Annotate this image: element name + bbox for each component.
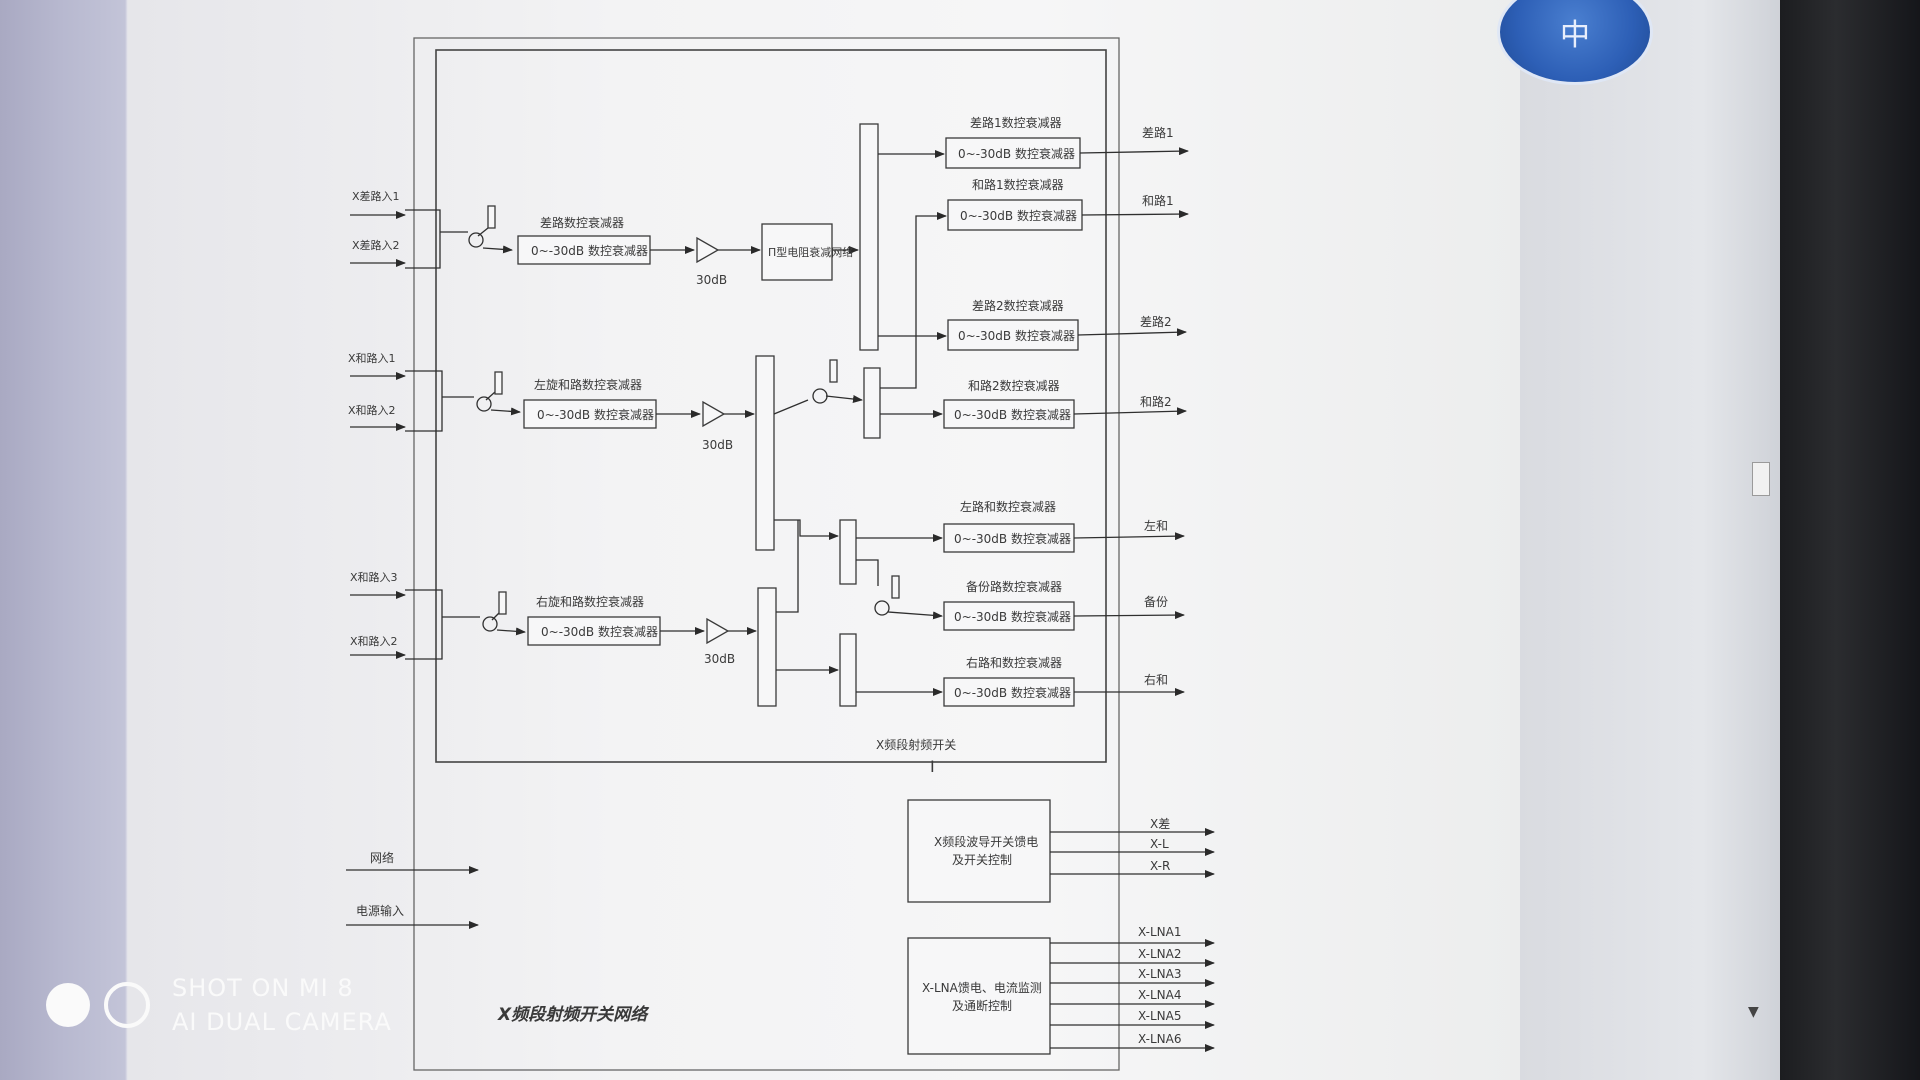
input-switch-1 xyxy=(440,206,512,250)
diagram-caption: X频段射频开关网络 xyxy=(497,1005,650,1025)
input-switch-3 xyxy=(442,592,525,632)
watermark-ring-icon xyxy=(104,982,150,1028)
lna-out-2: X-LNA2 xyxy=(1138,947,1181,961)
splitter-right xyxy=(758,588,776,706)
lna-control-block xyxy=(908,938,1050,1054)
branch-title-1: 差路数控衰减器 xyxy=(540,215,624,230)
output-port-4: 和路2 xyxy=(1140,394,1172,409)
input-label-2: X差路入2 xyxy=(352,238,400,252)
output-port-3: 差路2 xyxy=(1140,314,1172,329)
amplifier-3 xyxy=(707,619,728,643)
gain-label-1: 30dB xyxy=(696,273,727,287)
output-title-5: 左路和数控衰减器 xyxy=(960,499,1056,514)
lna-out-3: X-LNA3 xyxy=(1138,967,1181,981)
watermark-line-1: SHOT ON MI 8 xyxy=(172,971,392,1005)
switch-frame-label: X频段射频开关 xyxy=(876,737,956,752)
lna-out-4: X-LNA4 xyxy=(1138,988,1181,1002)
logo-char: 中 xyxy=(1500,10,1650,54)
lna-block-line2: 及通断控制 xyxy=(952,998,1012,1013)
waveguide-switch-control-block xyxy=(908,800,1050,902)
output-title-4: 和路2数控衰减器 xyxy=(968,378,1060,393)
branch-title-3: 右旋和路数控衰减器 xyxy=(536,594,644,609)
amplifier-2 xyxy=(703,402,724,426)
output-atten-text-5: 0~-30dB 数控衰减器 xyxy=(954,531,1071,546)
cursor-icon: I xyxy=(930,757,935,776)
lna-out-6: X-LNA6 xyxy=(1138,1032,1181,1046)
output-port-1: 差路1 xyxy=(1142,125,1174,140)
input-label-1: X差路入1 xyxy=(352,189,400,203)
input-switch-2 xyxy=(442,372,520,412)
output-atten-text-1: 0~-30dB 数控衰减器 xyxy=(958,146,1075,161)
watermark-dot-icon xyxy=(46,983,90,1027)
input-label-3: X和路入1 xyxy=(348,352,396,365)
output-title-3: 差路2数控衰减器 xyxy=(972,298,1064,313)
splitter-diff xyxy=(860,124,878,350)
side-input-label-1: 网络 xyxy=(370,850,394,865)
ctrl-out-1: X差 xyxy=(1150,817,1170,831)
output-atten-text-2: 0~-30dB 数控衰减器 xyxy=(960,208,1077,223)
output-atten-text-7: 0~-30dB 数控衰减器 xyxy=(954,685,1071,700)
splitter-lsum xyxy=(840,520,856,584)
ctrl-block-line2: 及开关控制 xyxy=(952,853,1012,867)
input-label-6: X和路入2 xyxy=(350,635,398,648)
ctrl-block-line1: X频段波导开关馈电 xyxy=(934,834,1038,849)
output-title-7: 右路和数控衰减器 xyxy=(966,655,1062,670)
splitter-sum2 xyxy=(864,368,880,438)
side-input-label-2: 电源输入 xyxy=(356,903,404,918)
output-title-1: 差路1数控衰减器 xyxy=(970,115,1062,130)
output-port-7: 右和 xyxy=(1144,672,1168,687)
branch-atten-text-1: 0~-30dB 数控衰减器 xyxy=(531,243,648,258)
splitter-left xyxy=(756,356,774,550)
output-title-6: 备份路数控衰减器 xyxy=(966,579,1062,594)
lna-block-line1: X-LNA馈电、电流监测 xyxy=(922,981,1042,995)
ctrl-out-2: X-L xyxy=(1150,837,1169,851)
output-atten-text-6: 0~-30dB 数控衰减器 xyxy=(954,609,1071,624)
input-label-4: X和路入2 xyxy=(348,404,396,417)
branch-title-2: 左旋和路数控衰减器 xyxy=(534,377,642,392)
branch-atten-text-2: 0~-30dB 数控衰减器 xyxy=(537,407,654,422)
output-atten-text-4: 0~-30dB 数控衰减器 xyxy=(954,407,1071,422)
outer-frame xyxy=(414,38,1119,1070)
gain-label-3: 30dB xyxy=(704,652,735,666)
amplifier-1 xyxy=(697,238,718,262)
output-title-2: 和路1数控衰减器 xyxy=(972,177,1064,192)
output-port-6: 备份 xyxy=(1144,595,1168,609)
pi-network-label: Π型电阻衰减网络 xyxy=(768,245,853,259)
lna-out-5: X-LNA5 xyxy=(1138,1009,1181,1023)
output-atten-text-3: 0~-30dB 数控衰减器 xyxy=(958,328,1075,343)
camera-watermark: SHOT ON MI 8 AI DUAL CAMERA xyxy=(46,975,392,1035)
splitter-rsum xyxy=(840,634,856,706)
branch-atten-text-3: 0~-30dB 数控衰减器 xyxy=(541,624,658,639)
output-port-2: 和路1 xyxy=(1142,193,1174,208)
ctrl-out-3: X-R xyxy=(1150,859,1170,873)
watermark-line-2: AI DUAL CAMERA xyxy=(172,1005,392,1039)
input-label-5: X和路入3 xyxy=(350,571,398,584)
gain-label-2: 30dB xyxy=(702,438,733,452)
output-port-5: 左和 xyxy=(1144,518,1168,533)
lna-out-1: X-LNA1 xyxy=(1138,925,1181,939)
